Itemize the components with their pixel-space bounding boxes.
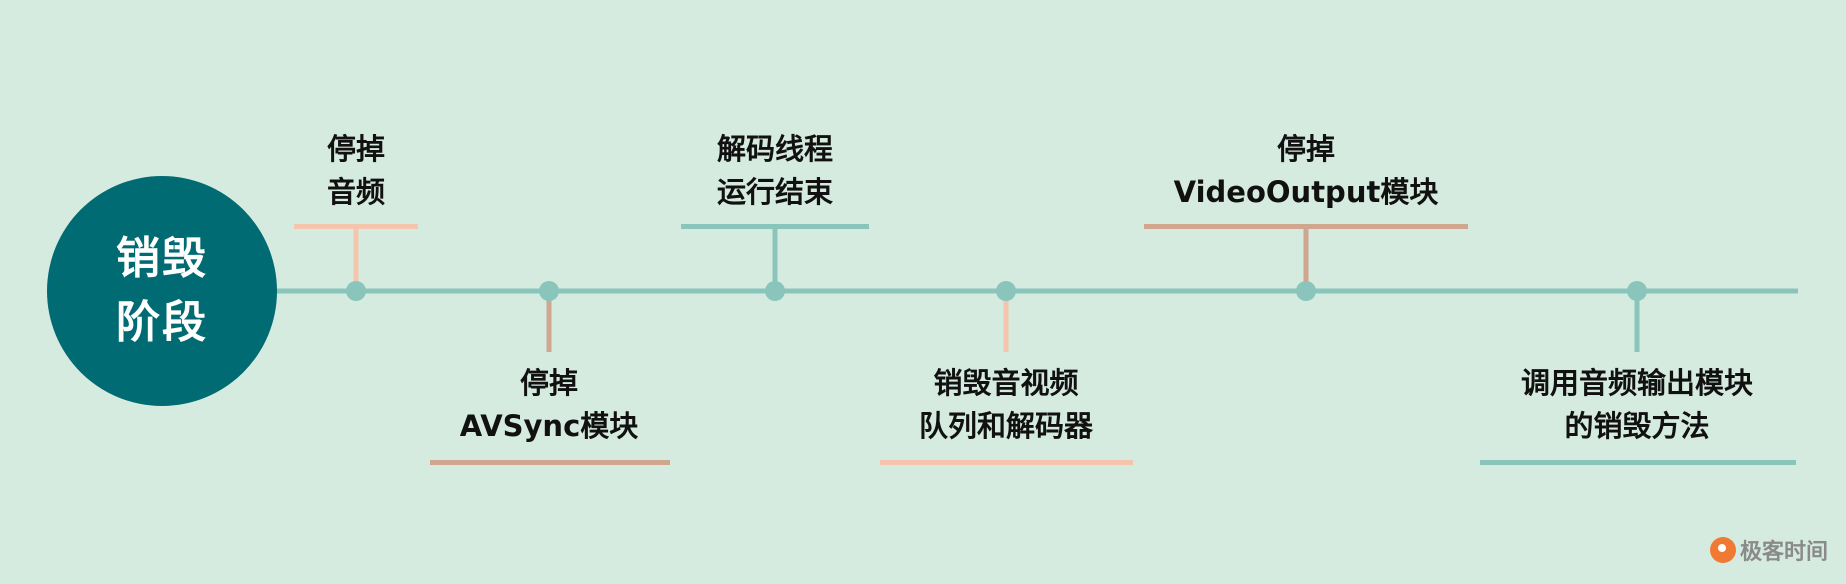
step-5-label: 停掉 VideoOutput模块 bbox=[1174, 128, 1439, 214]
step-1-line2: 音频 bbox=[326, 175, 386, 209]
step-4-line2: 队列和解码器 bbox=[918, 409, 1094, 443]
stage-circle: 销毁 阶段 bbox=[47, 176, 277, 406]
step-3-label: 解码线程 运行结束 bbox=[717, 128, 833, 214]
step-6-line2: 的销毁方法 bbox=[1564, 409, 1710, 443]
step-2-node bbox=[539, 281, 559, 301]
step-3-bar bbox=[681, 224, 869, 229]
step-2-label: 停掉 AVSync模块 bbox=[460, 362, 639, 448]
step-3-line2: 运行结束 bbox=[716, 175, 834, 209]
step-4-bar bbox=[880, 460, 1133, 465]
step-2-bar bbox=[430, 460, 670, 465]
brand-logo: 极客时间 bbox=[1709, 534, 1828, 566]
stage-title-line2: 阶段 bbox=[116, 297, 208, 348]
step-3-line1: 解码线程 bbox=[716, 132, 834, 166]
step-1-line1: 停掉 bbox=[326, 132, 386, 166]
step-6-label: 调用音频输出模块 的销毁方法 bbox=[1521, 362, 1753, 448]
step-1-node bbox=[346, 281, 366, 301]
step-5-line2: VideoOutput模块 bbox=[1173, 175, 1439, 209]
step-3-node bbox=[765, 281, 785, 301]
step-6-line1: 调用音频输出模块 bbox=[1520, 366, 1754, 400]
step-6-bar bbox=[1480, 460, 1796, 465]
step-4-label: 销毁音视频 队列和解码器 bbox=[919, 362, 1093, 448]
brand-logo-icon bbox=[1709, 537, 1736, 563]
step-2-line1: 停掉 bbox=[519, 366, 579, 400]
step-1-label: 停掉 音频 bbox=[327, 128, 385, 214]
step-6-node bbox=[1627, 281, 1647, 301]
step-1-bar bbox=[294, 224, 418, 229]
brand-logo-text: 极客时间 bbox=[1739, 540, 1828, 565]
step-4-node bbox=[996, 281, 1016, 301]
step-5-line1: 停掉 bbox=[1276, 132, 1335, 166]
step-5-bar bbox=[1144, 224, 1468, 229]
step-4-line1: 销毁音视频 bbox=[933, 366, 1079, 400]
stage-title-line1: 销毁 bbox=[116, 233, 208, 284]
step-5-node bbox=[1296, 281, 1316, 301]
step-2-line2: AVSync模块 bbox=[459, 409, 639, 443]
